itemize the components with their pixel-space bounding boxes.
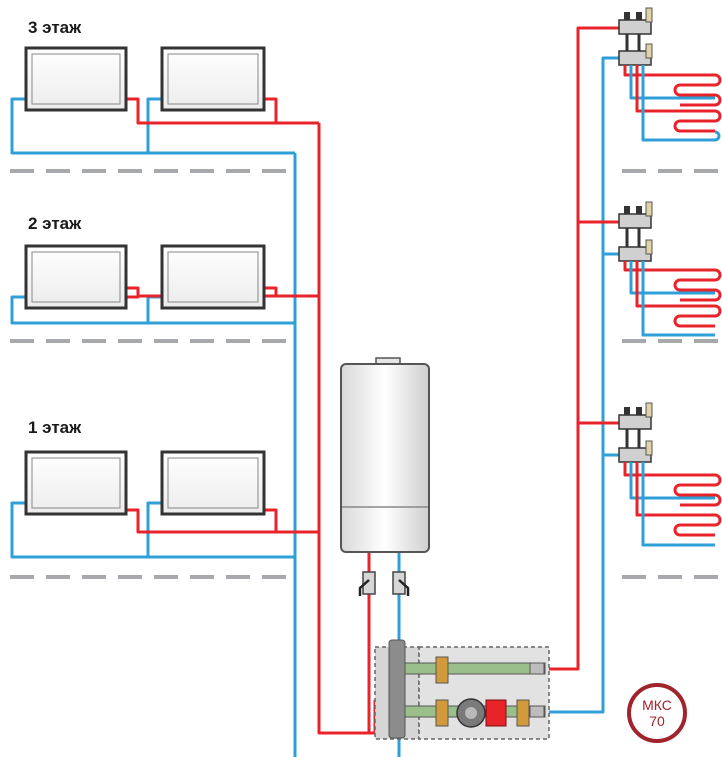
valve-icon [392, 571, 410, 596]
model-badge: МКС 70 [627, 683, 687, 743]
floor-heating-loop-icon [623, 65, 722, 142]
floor-label-3: 3 этаж [28, 18, 82, 37]
manifold-icon [618, 201, 653, 262]
boiler-icon [340, 357, 430, 553]
manifolds [618, 7, 653, 463]
floor-label-2: 2 этаж [28, 214, 82, 233]
floor-heating-loops [623, 65, 722, 547]
floor-heating-loop-icon [623, 261, 722, 337]
radiator-icon [160, 450, 266, 516]
floor-label-1: 1 этаж [28, 418, 82, 437]
boiler-valves [358, 571, 410, 596]
radiator-icon [24, 244, 128, 310]
manifold-icon [618, 402, 653, 463]
manifold-icon [618, 7, 653, 66]
radiators [24, 46, 266, 516]
pump-module-icon [374, 639, 550, 740]
radiator-icon [24, 46, 128, 112]
valve-icon [358, 571, 376, 596]
radiator-icon [160, 46, 266, 112]
badge-line-2: 70 [649, 713, 665, 729]
floor-heating-loop-icon [623, 462, 722, 547]
radiator-icon [24, 450, 128, 516]
badge-line-1: МКС [642, 697, 672, 713]
radiator-icon [160, 244, 266, 310]
floor-dividers [10, 169, 722, 579]
